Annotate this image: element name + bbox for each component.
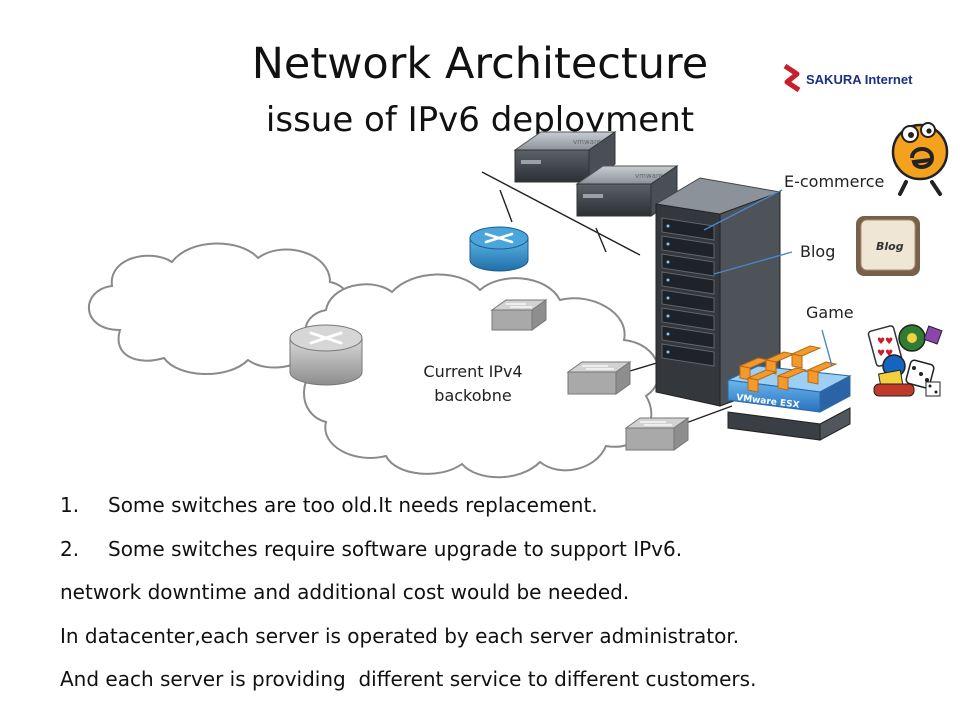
svg-text:♥♥: ♥♥: [877, 337, 893, 347]
game-label: Game: [806, 303, 854, 322]
svg-text:♥♥: ♥♥: [877, 349, 893, 359]
switch-icon-1: [490, 299, 548, 331]
server-badge: vmware: [573, 138, 601, 146]
list-number: 2.: [60, 536, 80, 561]
blog-icon-text: Blog: [876, 240, 904, 253]
backbone-cloud-label: Current IPv4 backobne: [398, 360, 548, 408]
list-number: 1.: [60, 493, 80, 517]
switch-icon-2: [566, 361, 632, 395]
sakura-mark-icon: [783, 63, 801, 93]
slide-title: Network Architecture: [251, 39, 709, 89]
paragraph: In datacenter,each server is operated by…: [60, 623, 740, 648]
cloud-icon-left: [87, 242, 352, 376]
list-item: 2. Some switches require software upgrade…: [60, 528, 940, 572]
logo-text: SAKURA Internet: [806, 72, 913, 87]
cloud-icon-main: [303, 273, 661, 479]
paragraph: network downtime and additional cost wou…: [60, 580, 630, 604]
slide-subtitle: issue of IPv6 deployment: [265, 100, 695, 140]
cloud-label-line-1: Current IPv4: [423, 362, 523, 381]
ecommerce-icon: [891, 122, 949, 196]
router-icon-core: [289, 324, 363, 386]
list-item: 1. Some switches are too old.It needs rep…: [60, 484, 940, 528]
server-badge: vmware: [635, 172, 663, 180]
list-text: Some switches are too old.It needs repla…: [108, 493, 598, 517]
server-icon-2: vmware: [575, 165, 679, 217]
switch-icon-3: [624, 417, 690, 451]
paragraph: And each server is providing different s…: [60, 667, 757, 691]
blog-label: Blog: [800, 242, 836, 261]
router-icon-edge: [469, 226, 529, 272]
cloud-label-line-2: backobne: [434, 386, 512, 405]
callout-lines: [703, 189, 833, 367]
vm-blocks: [738, 345, 838, 393]
server-icon-1: vmware: [513, 131, 617, 183]
slide-body: 1. Some switches are too old.It needs rep…: [60, 484, 940, 702]
game-icon: ♥♥ ♥♥: [867, 324, 943, 397]
ecommerce-label: E-commerce: [784, 172, 885, 191]
rack-server-icon: [654, 177, 782, 407]
blog-icon: Blog: [856, 216, 920, 276]
sakura-internet-logo: SAKURA Internet: [782, 62, 932, 98]
list-text: Some switches require software upgrade t…: [108, 536, 683, 561]
